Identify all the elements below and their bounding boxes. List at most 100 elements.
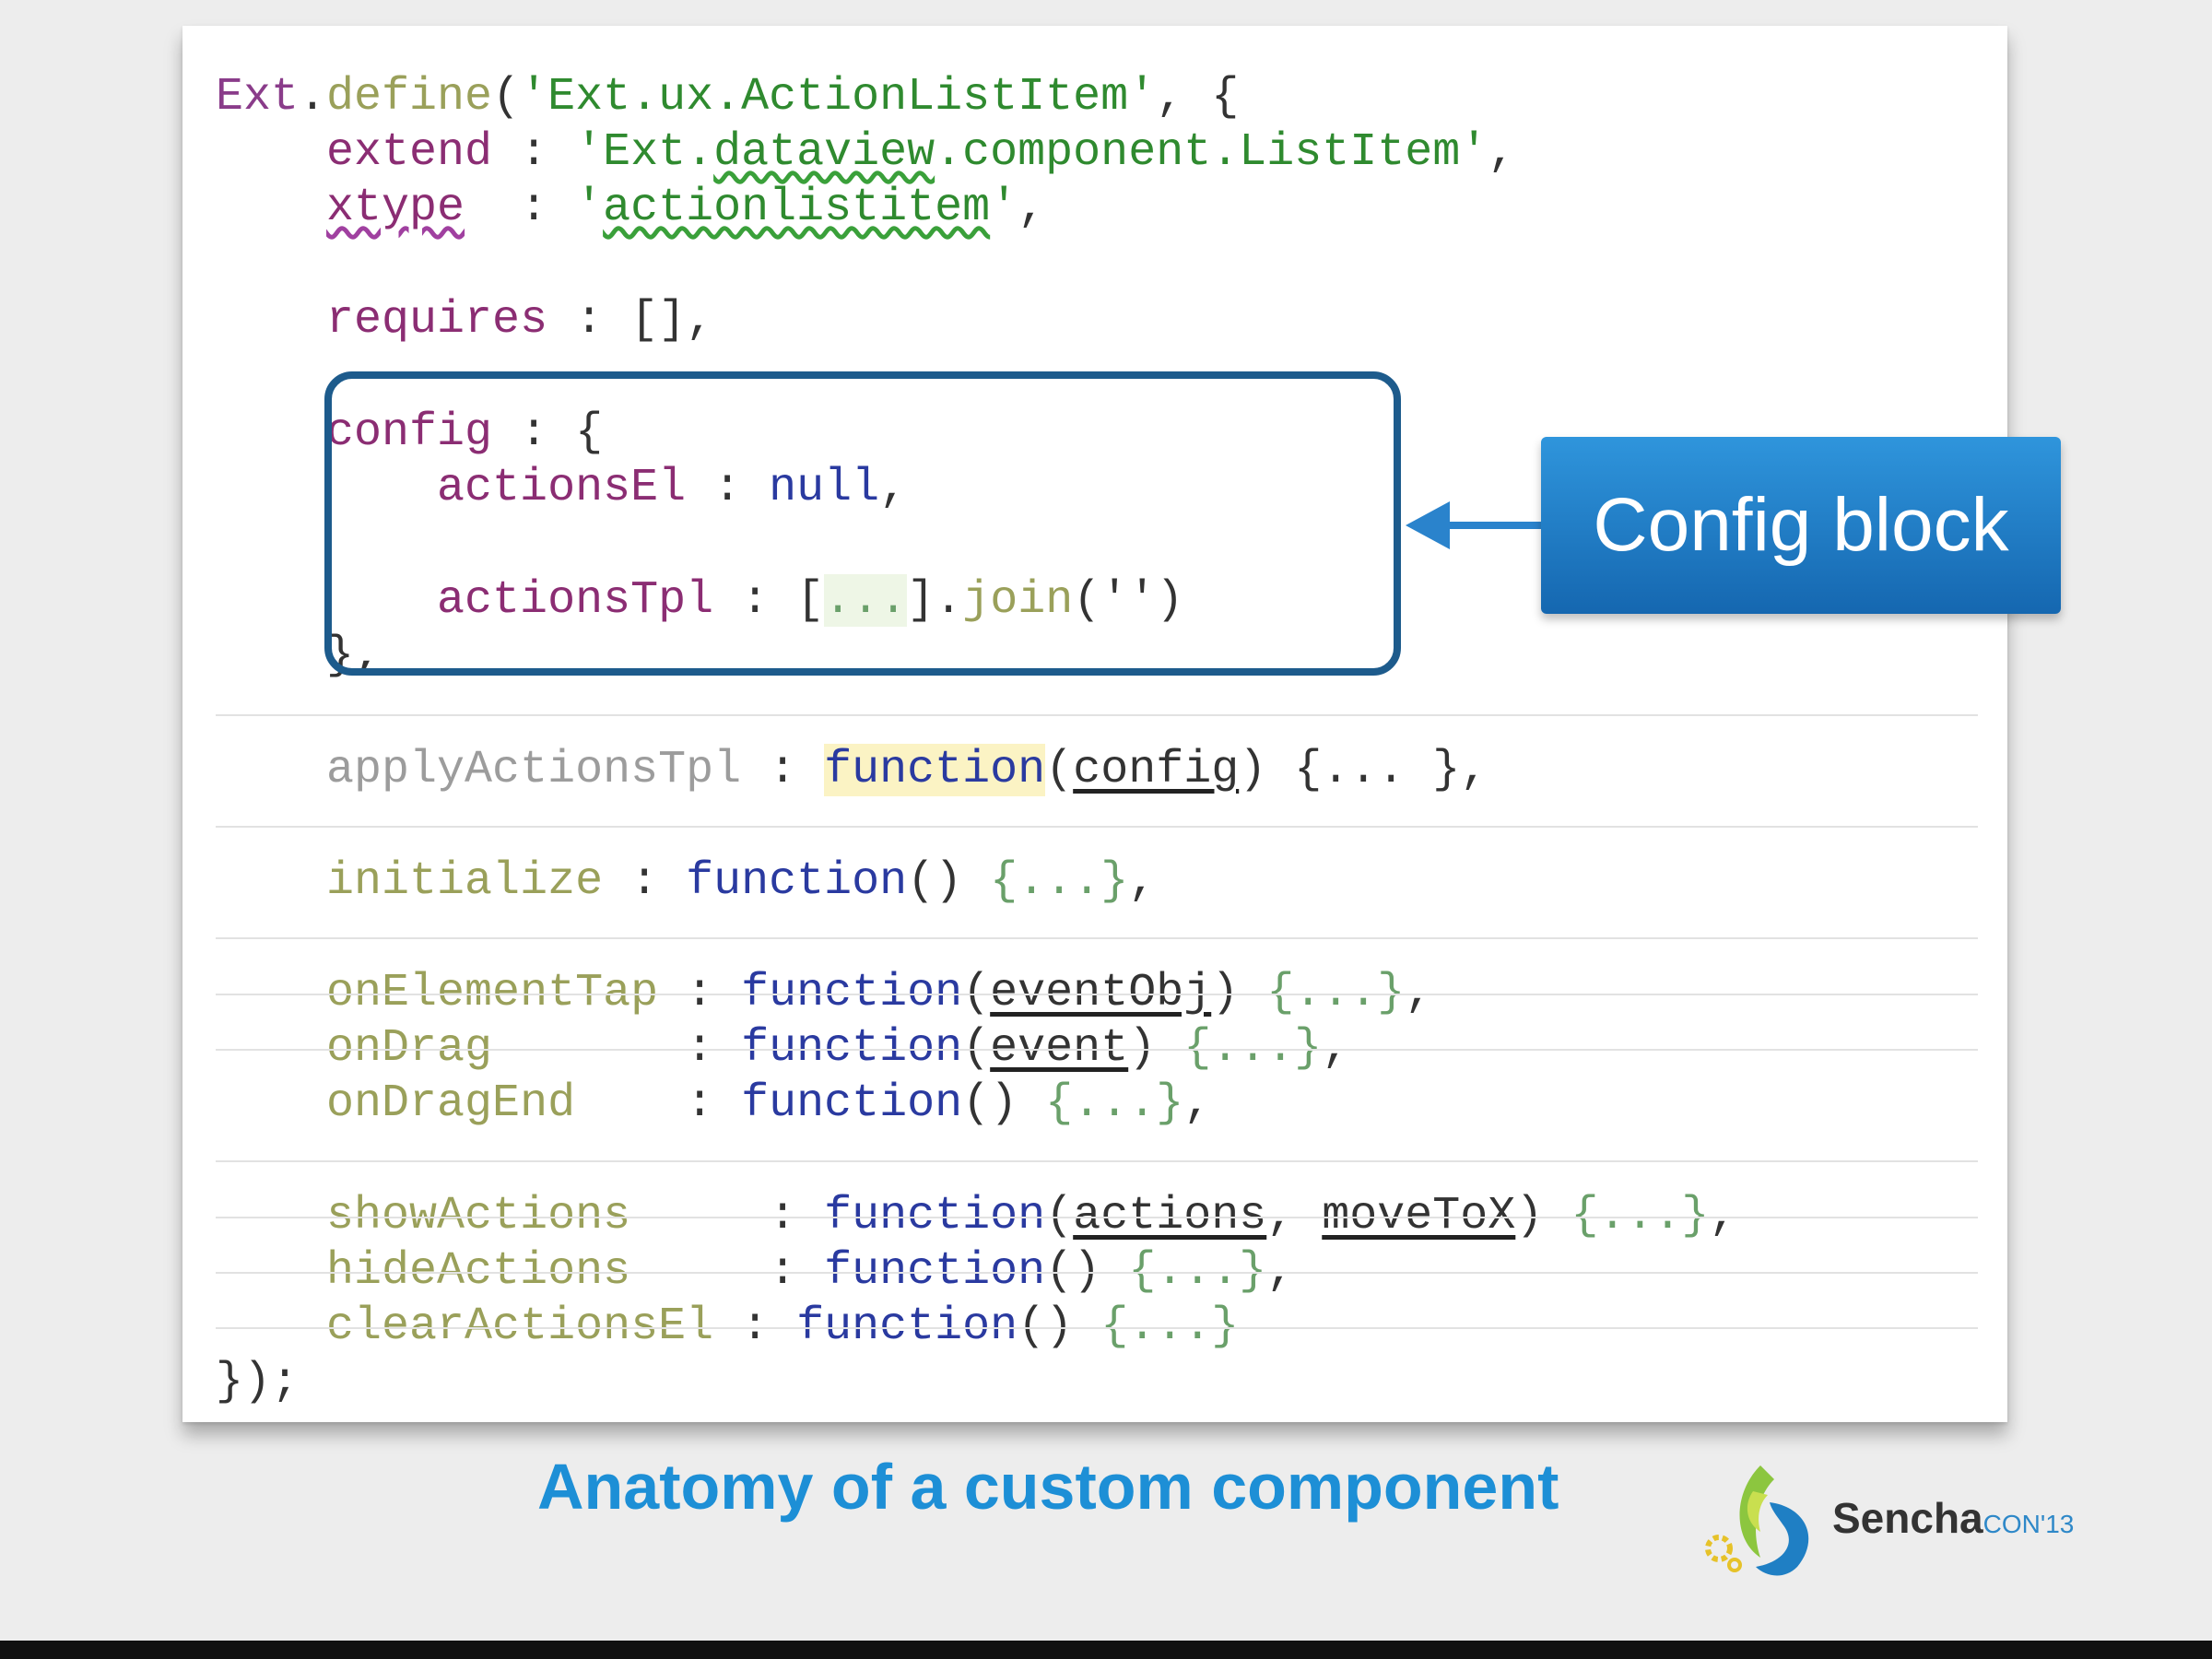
logo-year: '13: [2040, 1510, 2075, 1538]
code-token: {...}: [1100, 1245, 1267, 1298]
code-line-actions-el: actionsEl : null,: [216, 461, 907, 516]
code-token: :: [492, 126, 576, 179]
config-block-highlight: [324, 371, 1401, 676]
code-token: ,: [1266, 1245, 1295, 1298]
code-token: (): [1018, 1300, 1074, 1353]
code-token: {...}: [1018, 1077, 1184, 1130]
code-token: clearActionsEl: [326, 1300, 714, 1353]
code-token: {...}: [1073, 1300, 1240, 1353]
code-token: ,: [1709, 1190, 1737, 1242]
code-token: ,: [1488, 126, 1516, 179]
code-token: (): [1045, 1245, 1101, 1298]
code-token: ,: [1405, 967, 1433, 1019]
code-token: :: [547, 294, 631, 347]
code-token: :: [575, 1077, 742, 1130]
code-token: {...}: [1239, 967, 1406, 1019]
code-line-hide-actions: hideActions : function() {...},: [216, 1244, 1294, 1300]
code-token: actionlistitem: [603, 182, 991, 234]
code-token: :: [492, 1022, 742, 1075]
code-token: ,: [1183, 1077, 1212, 1130]
code-line-on-drag: onDrag : function(event) {...},: [216, 1021, 1349, 1077]
code-line-define: Ext.define('Ext.ux.ActionListItem', {: [216, 70, 1239, 125]
code-token: []: [630, 294, 687, 347]
code-rule: [216, 714, 1978, 716]
code-token: xtype: [326, 182, 465, 234]
code-token: :: [686, 462, 770, 514]
code-token: , {: [1156, 71, 1240, 124]
code-token: (: [492, 71, 521, 124]
code-token: function: [741, 1077, 963, 1130]
code-panel: Ext.define('Ext.ux.ActionListItem', { ex…: [182, 26, 2007, 1422]
code-token: function: [686, 855, 908, 908]
code-token: moveToX: [1322, 1190, 1516, 1242]
code-token: ': [990, 182, 1018, 234]
code-token: requires: [326, 294, 548, 347]
code-token: (): [907, 855, 963, 908]
code-token: config: [1073, 744, 1240, 796]
code-token: :: [658, 967, 742, 1019]
code-token: .: [299, 71, 327, 124]
code-token: :: [741, 744, 825, 796]
code-token: function: [741, 1022, 963, 1075]
code-token: :: [630, 1190, 825, 1242]
code-token: config: [326, 406, 493, 459]
code-token: ): [1211, 967, 1240, 1019]
code-rule: [216, 1160, 1978, 1162]
logo-word-sencha: Sencha: [1832, 1494, 1983, 1542]
code-token: :: [603, 855, 687, 908]
code-token: :: [465, 182, 576, 234]
code-token: (: [962, 1022, 991, 1075]
code-token: :: [713, 1300, 797, 1353]
code-token: join: [962, 574, 1074, 627]
code-rule: [216, 937, 1978, 939]
code-token: showActions: [326, 1190, 631, 1242]
code-token: (: [962, 967, 991, 1019]
code-token: initialize: [326, 855, 604, 908]
code-token: ': [575, 182, 604, 234]
code-token: function: [824, 1190, 1046, 1242]
code-token: applyActionsTpl: [326, 744, 742, 796]
code-token: actionsTpl: [437, 574, 714, 627]
code-token: {...}: [962, 855, 1129, 908]
code-token: ,: [686, 294, 714, 347]
code-token: hideActions: [326, 1245, 631, 1298]
code-line-on-drag-end: onDragEnd : function() {...},: [216, 1077, 1211, 1132]
code-token: ,: [879, 462, 908, 514]
senchacon-logo: SenchaCON'13: [1696, 1456, 2092, 1594]
code-token: ): [1239, 744, 1267, 796]
code-token: {: [575, 406, 604, 459]
code-token: ]: [907, 574, 935, 627]
code-token: (: [1045, 1190, 1074, 1242]
code-token: eventObj: [990, 967, 1212, 1019]
code-token: ,: [1322, 1022, 1350, 1075]
code-rule: [216, 1217, 1978, 1218]
code-token: function: [741, 967, 963, 1019]
code-token: .: [935, 574, 963, 627]
code-token: null: [769, 462, 880, 514]
code-token: define: [326, 71, 493, 124]
code-line-close: });: [216, 1355, 299, 1410]
code-token: (): [962, 1077, 1018, 1130]
code-line-xtype: xtype : 'actionlistitem',: [216, 181, 1045, 236]
callout-arrow-line: [1447, 522, 1543, 529]
code-token: Ext: [216, 71, 300, 124]
code-token: ,: [1018, 182, 1046, 234]
code-token: onDragEnd: [326, 1077, 576, 1130]
code-line-apply-actions-tpl: applyActionsTpl : function(config) {... …: [216, 743, 1488, 798]
code-token: });: [216, 1356, 300, 1408]
code-token: {...}: [1156, 1022, 1323, 1075]
code-rule: [216, 1272, 1978, 1274]
code-token: 'Ext.: [575, 126, 714, 179]
code-token: extend: [326, 126, 493, 179]
code-token: dataview: [713, 126, 935, 179]
slide-title: Anatomy of a custom component: [537, 1451, 1559, 1523]
code-rule: [216, 1049, 1978, 1051]
code-token: event: [990, 1022, 1129, 1075]
code-token: onDrag: [326, 1022, 493, 1075]
code-token: function: [824, 744, 1046, 796]
bottom-band: [0, 1641, 2212, 1659]
logo-wordmark: SenchaCON'13: [1832, 1493, 2074, 1543]
code-token: ...: [824, 574, 908, 627]
code-token: :: [713, 574, 797, 627]
code-rule: [216, 994, 1978, 995]
